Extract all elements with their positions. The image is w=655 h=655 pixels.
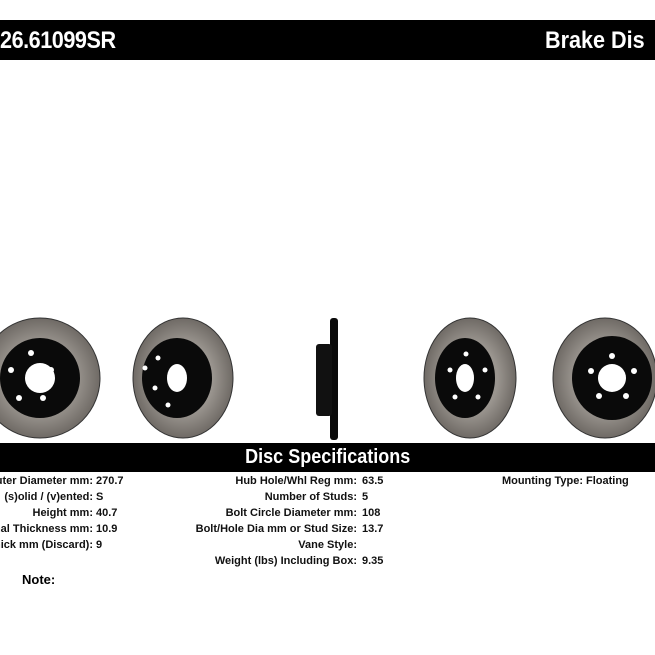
spec-value: S [96, 491, 104, 503]
spec-label: Bolt Circle Diameter mm: [225, 507, 357, 519]
disc-front-view [0, 317, 101, 439]
disc-back-view [552, 317, 655, 439]
spec-title-bar: Disc Specifications [0, 443, 655, 472]
disc-side-view [316, 318, 338, 440]
spec-label: Outer Diameter mm: [0, 475, 93, 487]
spec-label: Vane Style: [298, 539, 357, 551]
spec-label: Mounting Type: [501, 475, 583, 487]
spec-value: 5 [362, 491, 369, 503]
spec-label: Hub Hole/Whl Reg mm: [235, 475, 357, 487]
disc-images [0, 317, 655, 440]
spec-label: Number of Studs: [264, 491, 357, 503]
spec-label: Bolt/Hole Dia mm or Stud Size: [195, 523, 357, 535]
spec-value: 270.7 [96, 475, 124, 487]
spec-label: Weight (lbs) Including Box: [214, 555, 357, 567]
spec-label: Height mm: [32, 507, 94, 519]
header-bar: 26.61099SR Brake Dis [0, 20, 655, 60]
spec-value: 9 [96, 539, 103, 551]
disc-angled-view-right [423, 317, 517, 439]
spec-value: 9.35 [362, 555, 384, 567]
note-label: Note: [22, 572, 56, 587]
header-title: Brake Dis [545, 27, 645, 54]
spec-value: 63.5 [362, 475, 384, 487]
spec-label: inal Thickness mm: [0, 523, 93, 535]
spec-value: 10.9 [96, 523, 118, 535]
disc-angled-view-left [132, 317, 234, 439]
spec-label: (s)olid / (v)ented: [4, 491, 93, 503]
spec-value: 13.7 [362, 523, 384, 535]
part-number: 26.61099SR [0, 27, 116, 54]
spec-label: Thick mm (Discard): [0, 539, 93, 551]
spec-value: Floating [586, 475, 629, 487]
spec-value: 40.7 [96, 507, 118, 519]
spec-value: 108 [362, 507, 381, 519]
spec-title: Disc Specifications [244, 446, 411, 468]
